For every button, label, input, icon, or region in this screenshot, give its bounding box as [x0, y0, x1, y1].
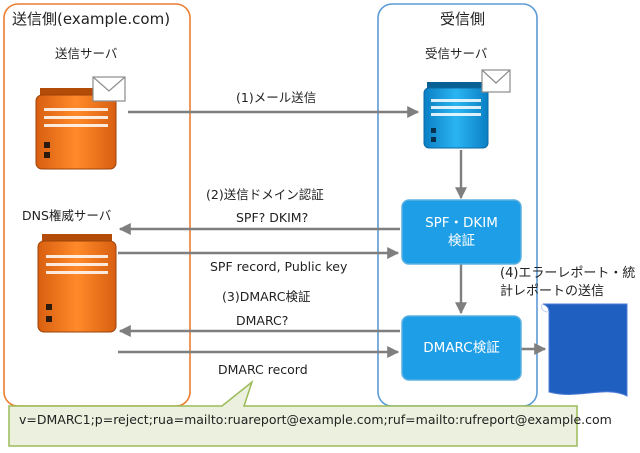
receiver-mail-server-icon — [423, 82, 489, 149]
envelope-icon — [481, 69, 511, 93]
spf-dkim-box-line1: SPF・DKIM — [425, 215, 498, 231]
spf-dkim-query-label: SPF? DKIM? — [236, 210, 309, 225]
dns-server-label: DNS権威サーバ — [22, 208, 112, 223]
step-dmarc-verify: (3)DMARC検証 — [222, 289, 311, 304]
step-domain-auth: (2)送信ドメイン認証 — [206, 187, 324, 202]
dmarc-response-label: DMARC record — [218, 362, 308, 377]
dmarc-record-text: v=DMARC1;p=reject;rua=mailto:ruareport@e… — [19, 412, 612, 427]
dmarc-query-label: DMARC? — [236, 313, 289, 328]
report-step-label-line1: (4)エラーレポート・統 — [500, 266, 636, 281]
sender-zone-title: 送信側(example.com) — [12, 10, 171, 28]
dmarc-box — [401, 315, 522, 381]
report-step-label-line2: 計レポートの送信 — [500, 284, 605, 299]
sender-mail-server-label: 送信サーバ — [55, 46, 118, 61]
envelope-icon — [92, 76, 126, 102]
dmarc-box-label: DMARC検証 — [423, 340, 500, 356]
spf-dkim-response-label: SPF record, Public key — [210, 259, 348, 274]
receiver-zone-title: 受信側 — [440, 10, 486, 28]
dmarc-record-callout — [8, 379, 578, 447]
report-document-icon — [540, 303, 628, 397]
spf-dkim-box-label: SPF・DKIM 検証 — [402, 200, 521, 264]
step-send-mail: (1)メール送信 — [236, 90, 317, 105]
receiver-mail-server-label: 受信サーバ — [425, 46, 488, 61]
dns-server-icon — [37, 234, 117, 333]
spf-dkim-box-line2: 検証 — [448, 233, 475, 249]
sender-zone — [3, 3, 191, 407]
spf-dkim-box — [401, 199, 522, 265]
